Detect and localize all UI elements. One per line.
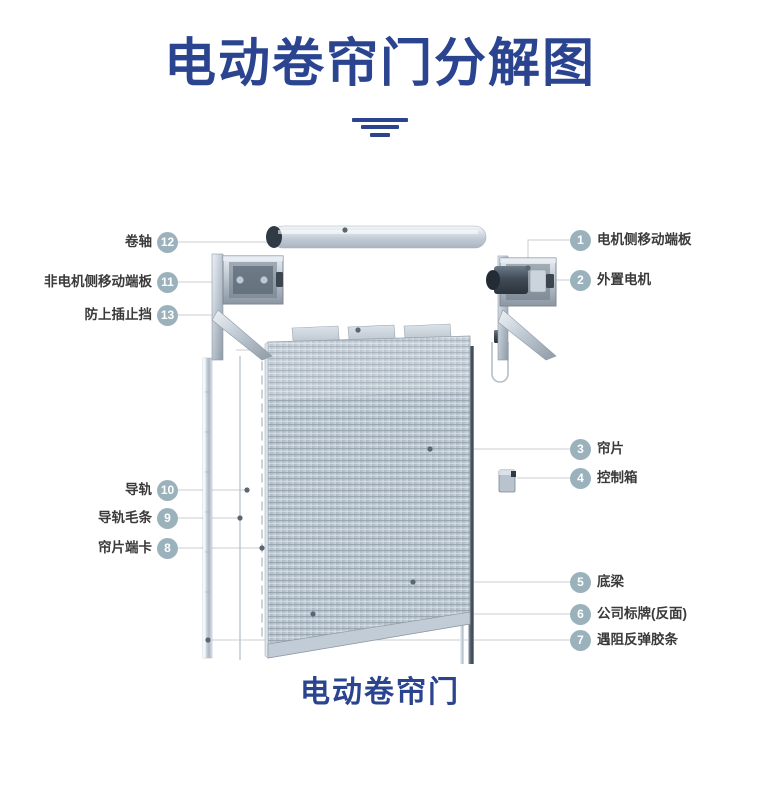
leader-endpoint-dots	[205, 227, 531, 643]
callout-badge-13: 13	[157, 304, 178, 326]
callout-7-anti-obstruction-rubber-strip[interactable]: 7 遇阻反弹胶条	[570, 628, 678, 652]
callout-label-12: 卷轴	[125, 234, 152, 249]
callout-badge-6: 6	[570, 603, 591, 625]
diagram-caption: 电动卷帘门	[300, 676, 460, 709]
callout-label-8: 帘片端卡	[98, 540, 152, 555]
callout-5-bottom-beam[interactable]: 5 底梁	[570, 570, 624, 594]
callout-label-11: 非电机侧移动端板	[44, 274, 152, 289]
callout-badge-5: 5	[570, 571, 591, 593]
curtain-slat-panel	[264, 335, 471, 659]
callout-badge-11: 11	[157, 271, 178, 293]
callout-label-2: 外置电机	[597, 272, 651, 287]
callout-10-guide-rail[interactable]: 导轨 10	[0, 478, 178, 502]
callout-1-motor-side-end-plate[interactable]: 1 电机侧移动端板	[570, 228, 692, 252]
triple-bar-divider-icon	[0, 118, 760, 144]
callout-label-1: 电机侧移动端板	[597, 232, 692, 247]
exploded-diagram-illustration	[0, 160, 760, 720]
callout-8-slat-end-clip[interactable]: 帘片端卡 8	[0, 536, 178, 560]
callout-label-5: 底梁	[597, 574, 624, 589]
divider-bar-bottom	[370, 133, 390, 137]
callout-13-anti-lift-stopper[interactable]: 防上插止挡 13	[0, 303, 178, 327]
callout-label-9: 导轨毛条	[98, 510, 152, 525]
divider-bar-middle	[361, 125, 399, 129]
callout-badge-8: 8	[157, 537, 178, 559]
callout-badge-12: 12	[157, 231, 178, 253]
page-header: 电动卷帘门分解图	[0, 0, 760, 160]
callout-label-6: 公司标牌(反面)	[597, 606, 687, 621]
divider-bar-top	[352, 118, 408, 122]
callout-label-7: 遇阻反弹胶条	[597, 632, 678, 647]
callout-badge-7: 7	[570, 629, 591, 651]
page-title: 电动卷帘门分解图	[163, 35, 596, 93]
callout-11-non-motor-side-end-plate[interactable]: 非电机侧移动端板 11	[0, 270, 178, 294]
cable-loop	[491, 342, 509, 383]
callout-badge-1: 1	[570, 229, 591, 251]
callout-badge-2: 2	[570, 269, 591, 291]
right-bracket-motor-assembly	[486, 255, 557, 361]
callout-badge-3: 3	[570, 438, 591, 460]
callout-12-roller-shaft[interactable]: 卷轴 12	[0, 230, 178, 254]
callout-2-external-motor[interactable]: 2 外置电机	[570, 268, 651, 292]
bottom-beam	[267, 611, 471, 659]
callout-badge-9: 9	[157, 507, 178, 529]
callout-3-slat[interactable]: 3 帘片	[570, 437, 624, 461]
callout-label-3: 帘片	[597, 441, 624, 456]
callout-label-10: 导轨	[125, 482, 152, 497]
roller-tube	[266, 225, 487, 249]
callout-badge-10: 10	[157, 479, 178, 501]
left-bracket-assembly	[211, 253, 284, 361]
callout-label-4: 控制箱	[597, 470, 638, 485]
callout-badge-4: 4	[570, 467, 591, 489]
callout-6-company-nameplate-reverse[interactable]: 6 公司标牌(反面)	[570, 602, 687, 626]
callout-9-guide-rail-brush-strip[interactable]: 导轨毛条 9	[0, 506, 178, 530]
callout-4-control-box[interactable]: 4 控制箱	[570, 466, 638, 490]
left-guide-rail-group	[202, 356, 263, 660]
callout-label-13: 防上插止挡	[84, 307, 153, 322]
control-box	[498, 469, 516, 493]
